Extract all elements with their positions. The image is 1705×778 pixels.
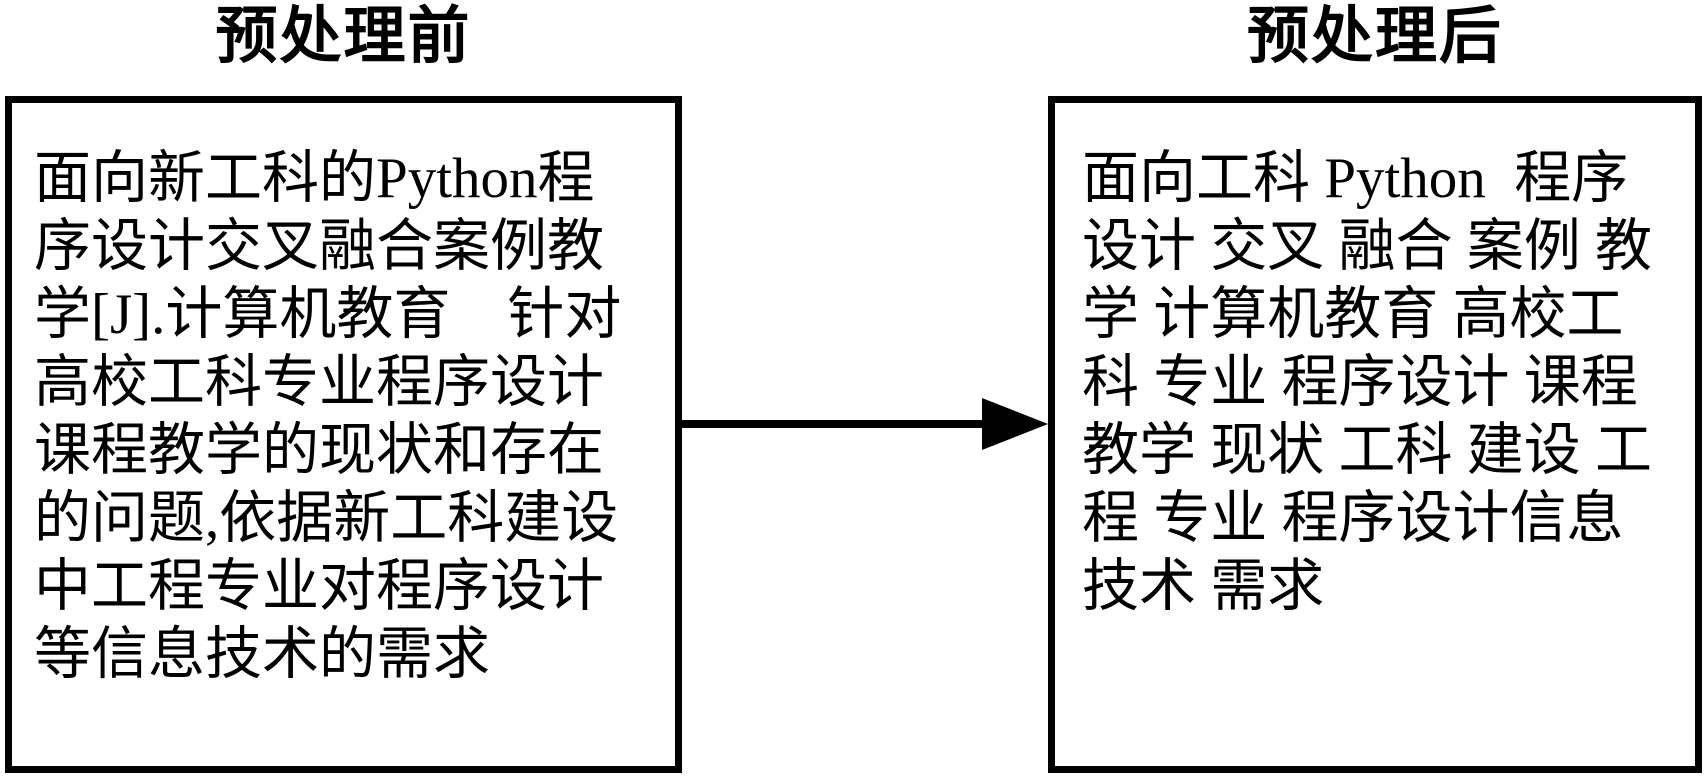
after-text-line: 面向工科 Python 程序 [1082,147,1629,210]
before-text-box: 面向新工科的Python程 序设计交叉融合案例教 学[J].计算机教育 针对 高… [5,96,682,773]
after-text-line: 科 专业 程序设计 课程 [1082,351,1638,414]
before-title: 预处理前 [215,3,472,71]
before-text-line: 高校工科专业程序设计 [34,351,604,414]
after-text-line: 设计 交叉 融合 案例 教 [1082,215,1652,278]
before-text-line: 序设计交叉融合案例教 [34,215,604,278]
before-text-line: 等信息技术的需求 [34,623,490,686]
before-text-line: 学[J].计算机教育 针对 [34,283,622,346]
after-text-box: 面向工科 Python 程序 设计 交叉 融合 案例 教 学 计算机教育 高校工… [1048,96,1702,773]
before-text-line: 的问题,依据新工科建设 [34,487,619,550]
flow-arrow-icon [682,389,1048,459]
before-text-line: 中工程专业对程序设计 [34,555,604,618]
after-text-line: 技术 需求 [1082,555,1325,618]
after-text-line: 学 计算机教育 高校工 [1082,283,1624,346]
after-title: 预处理后 [1246,3,1503,71]
after-text-line: 教学 现状 工科 建设 工 [1082,419,1652,482]
before-text-line: 课程教学的现状和存在 [34,419,604,482]
after-text-line: 程 专业 程序设计信息 [1082,487,1624,550]
before-text-line: 面向新工科的Python程 [34,147,595,210]
